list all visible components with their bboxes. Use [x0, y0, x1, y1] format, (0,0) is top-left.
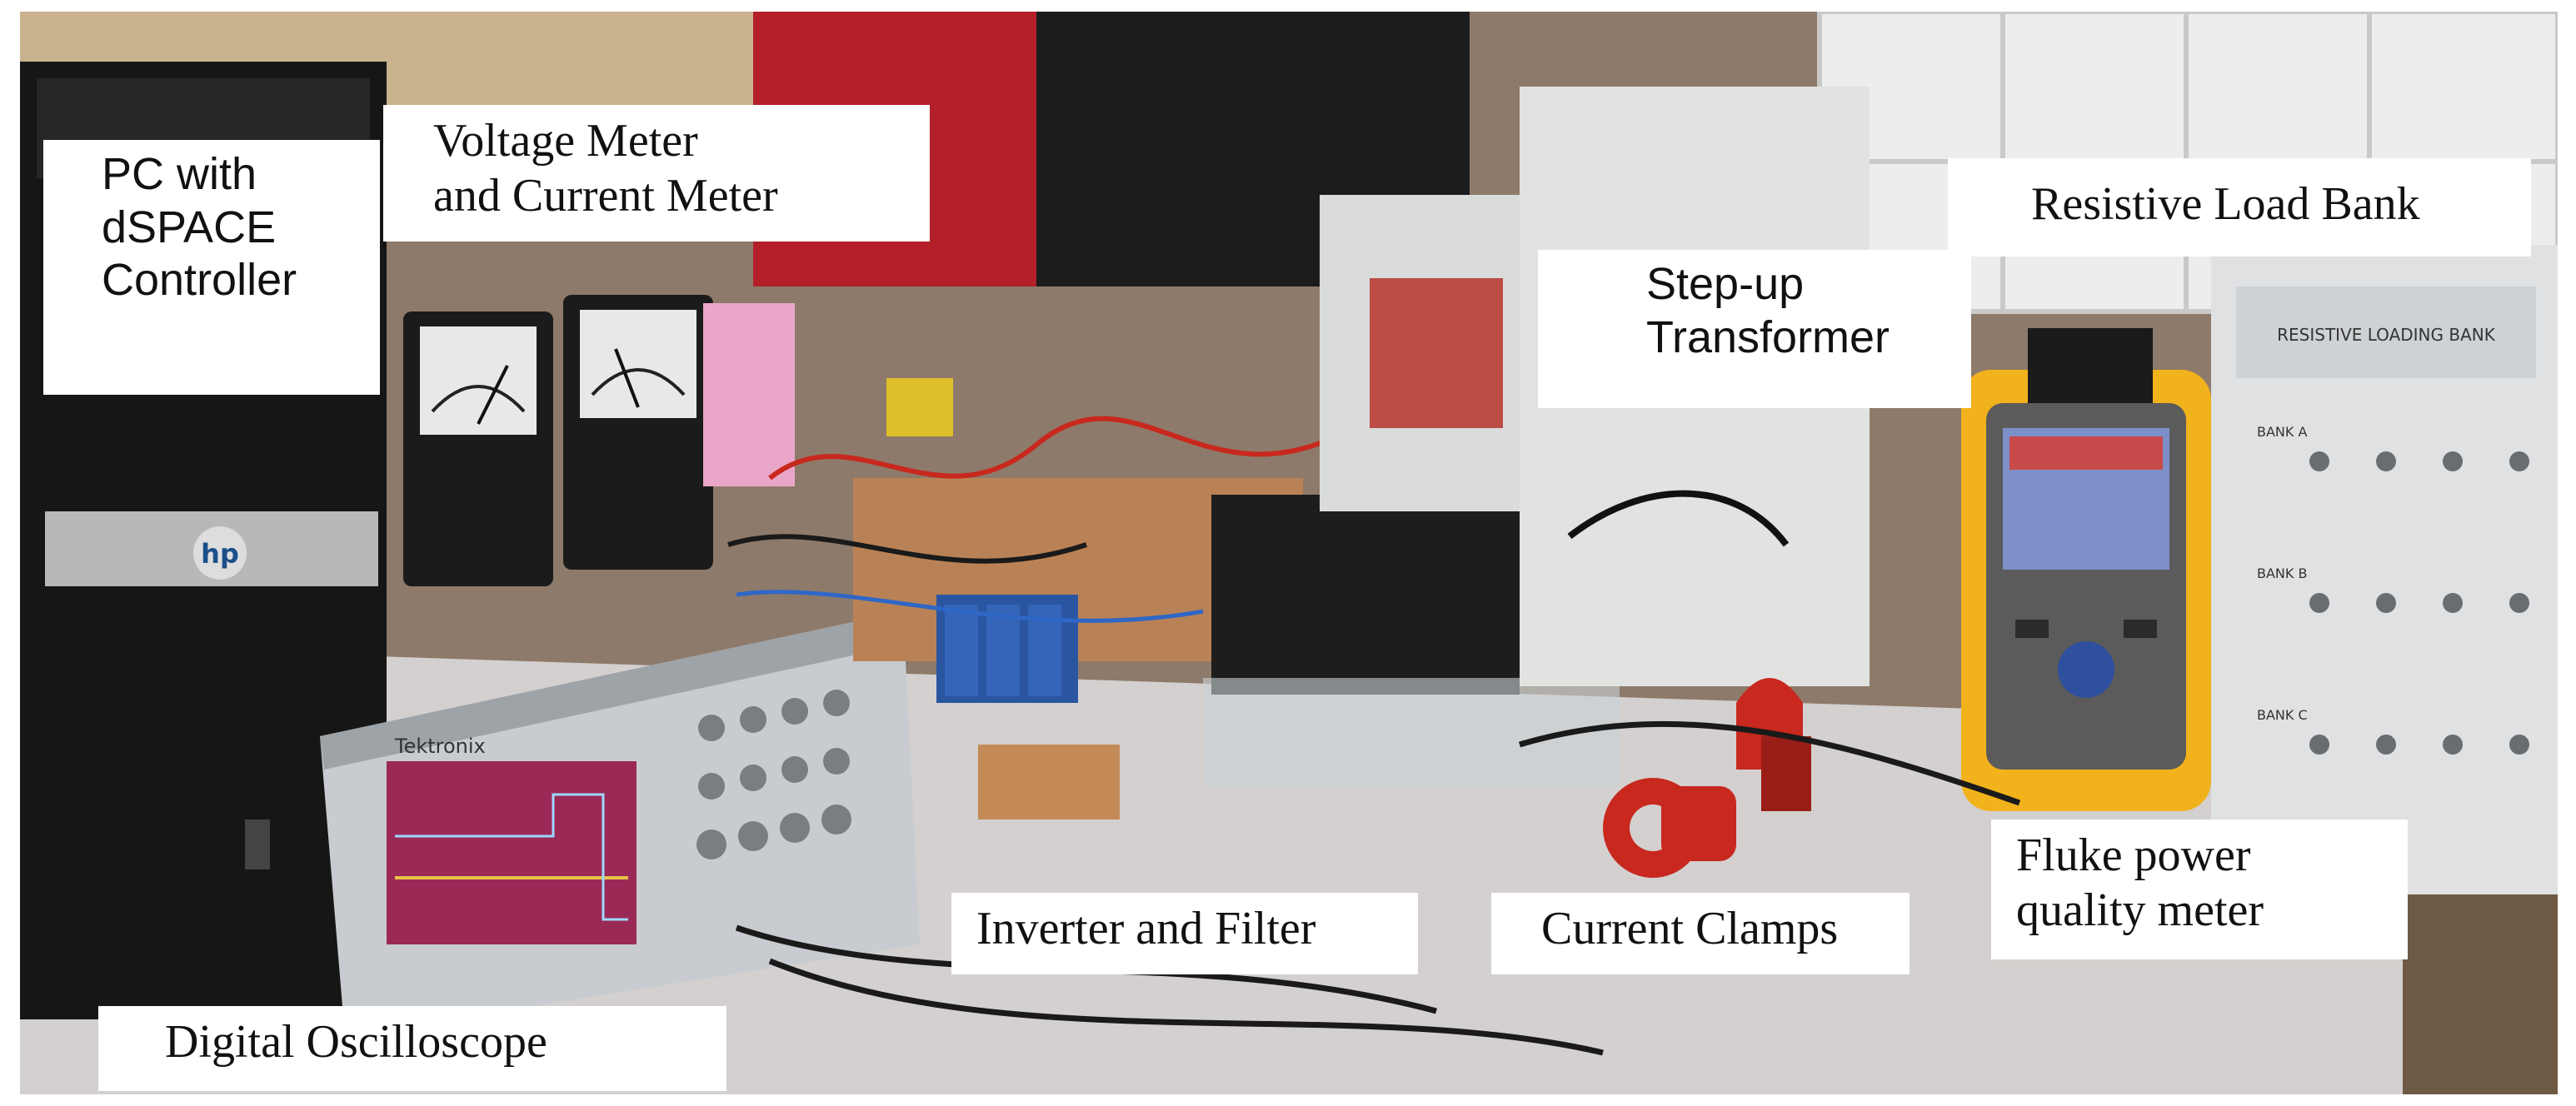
oscilloscope: Tektronix — [320, 611, 920, 1036]
oscilloscope-screen — [387, 761, 637, 944]
label-current-clamps: Current Clamps — [1491, 893, 1910, 974]
label-transformer-line-1: Step-up — [1646, 259, 1805, 309]
pink-box — [703, 303, 795, 486]
label-step-up-transformer: Step-up Transformer — [1538, 250, 1971, 408]
label-pc-controller: PC with dSPACE Controller — [43, 140, 380, 395]
label-transformer-line-2: Transformer — [1646, 311, 1890, 362]
label-meters-line-2: and Current Meter — [433, 170, 778, 222]
label-resistive-load-bank: Resistive Load Bank — [1948, 158, 2531, 257]
svg-text:RESISTIVE LOADING BANK: RESISTIVE LOADING BANK — [2277, 325, 2496, 345]
label-meters-line-1: Voltage Meter — [433, 115, 698, 167]
label-pc-line-1: PC with — [102, 149, 257, 199]
label-fluke-line-1: Fluke power — [2016, 830, 2251, 881]
label-inverter-filter: Inverter and Filter — [951, 893, 1418, 974]
inverter-board — [727, 378, 1620, 820]
analog-meters — [403, 295, 795, 586]
svg-text:BANK B: BANK B — [2257, 565, 2307, 581]
resistive-load-bank: RESISTIVE LOADING BANK BANK A BANK B BAN… — [2211, 245, 2558, 894]
label-fluke-meter: Fluke power quality meter — [1991, 820, 2408, 959]
svg-text:Tektronix: Tektronix — [394, 735, 486, 758]
label-pc-line-3: Controller — [102, 255, 297, 306]
svg-text:BANK A: BANK A — [2257, 424, 2307, 440]
fluke-meter — [1961, 328, 2211, 811]
label-pc-line-2: dSPACE — [102, 202, 277, 252]
heatsink — [1211, 495, 1520, 695]
hp-logo-icon — [193, 526, 247, 580]
label-fluke-line-2: quality meter — [2016, 884, 2264, 937]
label-voltage-current-meter: Voltage Meter and Current Meter — [383, 105, 930, 242]
label-digital-oscilloscope: Digital Oscilloscope — [98, 1006, 726, 1091]
svg-text:BANK C: BANK C — [2257, 707, 2308, 723]
svg-text:hp: hp — [201, 538, 239, 570]
current-clamps — [1603, 678, 1811, 878]
